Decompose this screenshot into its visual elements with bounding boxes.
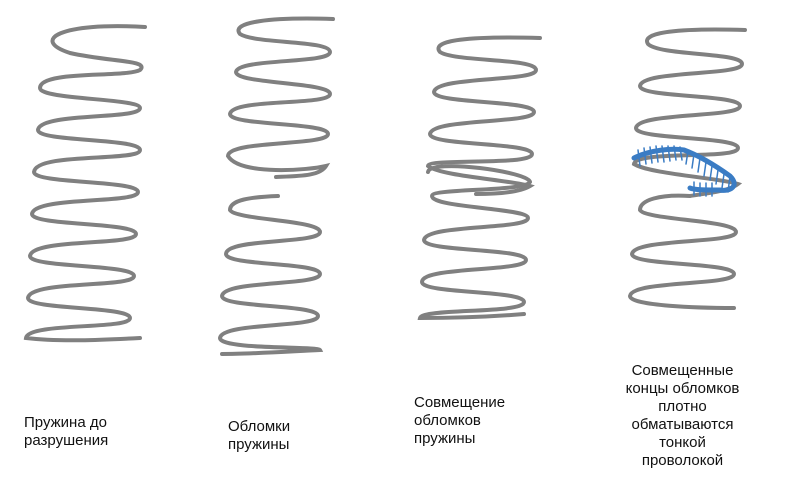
caption-line: плотно (658, 398, 707, 415)
caption-line: Совмещенные (631, 362, 734, 379)
wire-wrap-hatch (637, 145, 731, 197)
caption-broken: Обломки пружины (228, 418, 290, 454)
caption-aligned: Совмещение обломков пружины (414, 394, 505, 448)
caption-line: Пружина до (24, 414, 107, 431)
aligned-upper-fragment (425, 35, 542, 196)
caption-line: тонкой (659, 434, 706, 451)
caption-line: Обломки (228, 418, 291, 435)
broken-lower-fragment (217, 194, 324, 356)
caption-line: проволокой (641, 452, 724, 469)
broken-upper-fragment (225, 16, 335, 179)
aligned-lower-fragment (417, 164, 533, 321)
wrapped-spring-coil (627, 27, 747, 310)
spring-wrapped (627, 27, 747, 310)
spring-aligned (417, 35, 542, 321)
caption-line: пружины (414, 430, 476, 447)
caption-line: обломков (414, 412, 481, 429)
caption-wrapped: Совмещенные концы обломков плотно обматы… (615, 362, 750, 470)
spring-intact (23, 24, 147, 343)
caption-line: Совмещение (414, 394, 506, 411)
caption-line: разрушения (24, 432, 109, 449)
caption-line: пружины (228, 436, 290, 453)
caption-line: концы обломков (625, 380, 740, 397)
caption-line: обматываются (631, 416, 734, 433)
spring-broken (217, 16, 335, 356)
caption-intact: Пружина до разрушения (24, 414, 108, 450)
